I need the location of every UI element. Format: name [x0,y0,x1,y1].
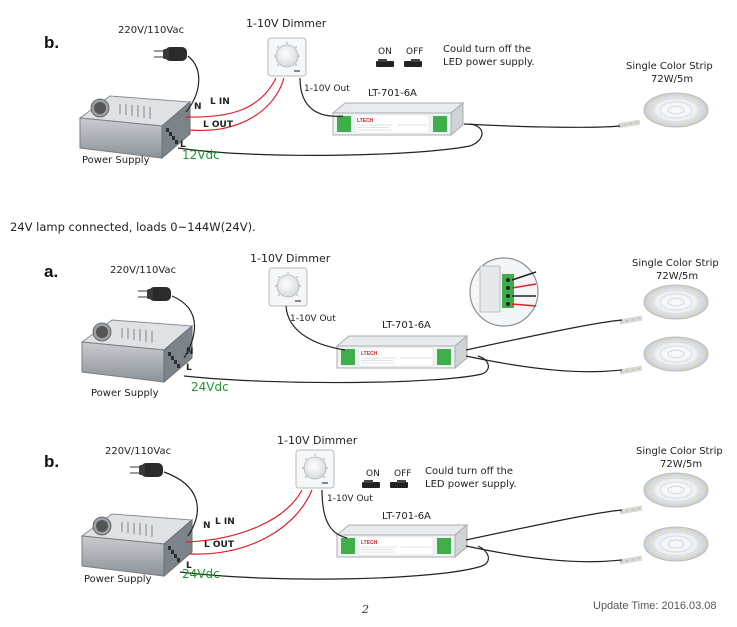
strip-title: Single Color Strip [626,61,713,72]
dimmer-title: 1-10V Dimmer [250,252,331,265]
mains-voltage-label: 220V/110Vac [105,446,172,457]
dimmer-output-label: 1-10V Out [304,84,350,94]
led-strip-reel [643,92,709,128]
section-1-drawing [79,37,709,159]
power-supply-label: Power Supply [82,155,150,166]
driver-model-label: LT-701-6A [382,511,431,522]
ac-plug-icon [153,46,188,62]
terminal-closeup-inset [469,257,539,327]
switch-note: Could turn off the LED power supply. [443,44,535,68]
led-strip-reel [643,526,709,562]
section-label: b. [44,33,60,52]
section-2-drawing [81,257,709,384]
power-supply-unit [79,95,191,159]
wire-l-out-label: L OUT [204,540,234,550]
power-supply-unit [81,513,193,577]
driver-model-label: LT-701-6A [368,88,417,99]
dc-voltage-label: 12Vdc [182,148,220,162]
section-3-drawing [81,449,709,580]
dimmer-title: 1-10V Dimmer [277,434,358,447]
led-driver-unit [332,102,464,136]
switch-on-label: ON [366,469,380,479]
mains-voltage-label: 220V/110Vac [110,265,177,276]
wire-l-label: L [186,561,192,571]
dimmer-unit [295,449,335,489]
update-time: Update Time: 2016.03.08 [593,600,717,612]
strip-power: 72W/5m [651,74,694,85]
dc-voltage-label: 24Vdc [191,380,229,394]
load-caption: 24V lamp connected, loads 0~144W(24V). [10,220,256,234]
mains-voltage-label: 220V/110Vac [118,25,185,36]
on-off-switch-icons [362,480,408,488]
led-strip-tail [620,558,642,562]
led-strip-reel [643,472,709,508]
strip-title: Single Color Strip [632,258,719,269]
strip-power: 72W/5m [656,271,699,282]
dimmer-output-label: 1-10V Out [290,314,336,324]
dimmer-unit [267,37,307,77]
switch-on-label: ON [378,47,392,57]
led-driver-unit [336,524,468,558]
wire-l-in-label: L IN [215,517,235,527]
section-label: b. [44,452,60,471]
on-off-switch-icons [376,59,422,67]
switch-off-label: OFF [406,47,424,57]
wire-l-out-label: L OUT [203,120,233,130]
driver-model-label: LT-701-6A [382,320,431,331]
wire-l-in-label: L IN [210,97,230,107]
led-strip-reel [643,284,709,320]
dimmer-output-label: 1-10V Out [327,494,373,504]
dc-voltage-label: 24Vdc [182,567,220,581]
ac-plug-icon [137,286,172,302]
switch-off-label: OFF [394,469,412,479]
wire-l-label: L [186,363,192,373]
wire-n-label: N [203,521,211,531]
power-supply-label: Power Supply [84,574,152,585]
dimmer-title: 1-10V Dimmer [246,17,327,30]
dimmer-unit [268,267,308,307]
power-supply-label: Power Supply [91,388,159,399]
page-number: 2 [362,603,369,616]
led-strip-reel [643,336,709,372]
led-strip-tail [620,368,642,372]
led-driver-unit [336,335,468,369]
ac-plug-icon [129,462,164,478]
led-strip-tail [618,122,640,126]
led-strip-tail [620,318,642,322]
led-strip-tail [620,508,642,512]
wire-n-label: N [186,347,194,357]
strip-power: 72W/5m [660,459,703,470]
wire-l-label: L [180,140,186,150]
switch-note: Could turn off the LED power supply. [425,466,517,490]
strip-title: Single Color Strip [636,446,723,457]
wire-n-label: N [194,102,202,112]
power-supply-unit [81,319,193,383]
section-label: a. [44,262,59,281]
